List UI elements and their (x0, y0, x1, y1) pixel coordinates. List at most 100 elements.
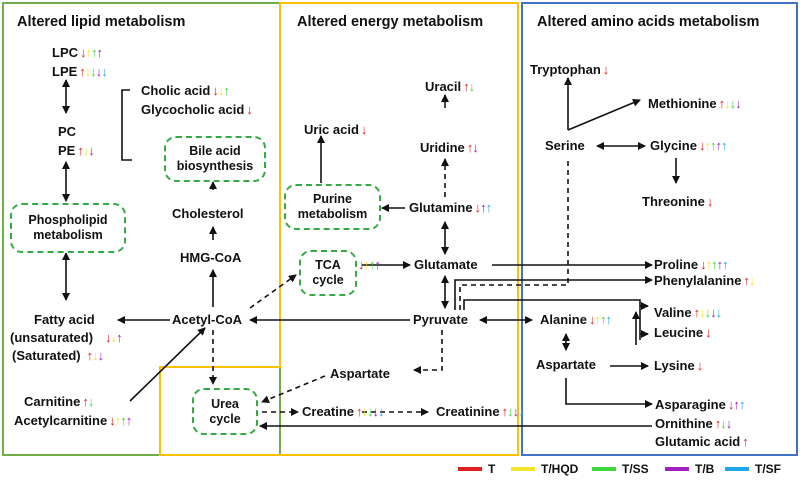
change-arrow-up: ↑ (86, 348, 93, 363)
change-arrow-down: ↓ (361, 404, 368, 419)
change-arrow-up: ↑ (594, 312, 600, 327)
change-arrow-up: ↑ (743, 273, 749, 288)
lipid-panel-title: Altered lipid metabolism (17, 14, 186, 30)
change-arrow-down: ↓ (507, 404, 513, 419)
change-arrow-up: ↑ (605, 312, 611, 327)
change-arrow-down: ↓ (704, 305, 711, 320)
change-arrow-down: ↓ (699, 305, 705, 320)
change-arrow-down: ↓ (518, 404, 524, 419)
legend-swatch (511, 467, 535, 471)
legend-swatch (592, 467, 616, 471)
acetyl-coa-node: Acetyl-CoA (172, 312, 243, 327)
change-arrow-up: ↑ (82, 394, 88, 409)
change-arrow-down: ↓ (468, 79, 475, 94)
change-arrow-down: ↓ (217, 83, 224, 98)
change-arrow-down: ↓ (729, 96, 736, 111)
cholesterol-node: Cholesterol (172, 206, 244, 221)
change-arrow-up: ↑ (463, 79, 469, 94)
change-arrow-up: ↑ (356, 404, 362, 419)
phospholipid-metabolism-node: Phospholipid metabolism (10, 203, 126, 253)
serine-node: Serine (545, 138, 585, 153)
legend-item-t: T (458, 462, 495, 476)
legend-swatch (665, 467, 689, 471)
change-arrow-up: ↑ (718, 96, 725, 111)
change-arrow-up: ↑ (704, 138, 710, 153)
valine-node: Valine↑↓↓↓↓ (654, 305, 722, 320)
change-arrow-up: ↑ (374, 257, 381, 272)
creatinine-node: Creatinine↑↓↓↓ (436, 404, 524, 419)
tryptophan-node: Tryptophan↓ (530, 62, 609, 77)
valine-change-arrows: ↑↓↓↓↓ (694, 306, 722, 320)
change-arrow-down: ↓ (715, 305, 722, 320)
creatine-change-arrows: ↑↓↓↓↓ (356, 405, 384, 419)
change-arrow-up: ↑ (85, 45, 92, 60)
legend-item-t-sf: T/SF (725, 462, 781, 476)
change-arrow-down: ↓ (700, 257, 706, 272)
change-arrow-up: ↑ (79, 64, 85, 79)
change-arrow-up: ↑ (485, 200, 492, 215)
fatty-acid-node: Fatty acid (34, 312, 95, 327)
change-arrow-down: ↓ (101, 64, 107, 79)
change-arrow-down: ↓ (212, 83, 218, 98)
change-arrow-up: ↑ (77, 143, 83, 158)
change-arrow-up: ↑ (714, 416, 721, 431)
change-arrow-down: ↓ (92, 348, 98, 363)
pyruvate-node: Pyruvate (413, 312, 468, 327)
change-arrow-down: ↓ (360, 122, 367, 137)
lysine-change-arrows: ↓ (697, 359, 703, 373)
change-arrow-up: ↑ (599, 312, 606, 327)
change-arrow-down: ↓ (512, 404, 519, 419)
change-arrow-down: ↓ (720, 416, 726, 431)
glutamine-node: Glutamine↓↑↑ (409, 200, 492, 215)
uracil-node: Uracil↑↓ (425, 79, 475, 94)
pe-node: PE↑↓↓ (58, 143, 95, 158)
change-arrow-up: ↑ (223, 83, 229, 98)
change-arrow-down: ↓ (90, 64, 96, 79)
change-arrow-up: ↑ (116, 330, 122, 345)
uric-acid-change-arrows: ↓ (361, 123, 367, 137)
change-arrow-down: ↓ (372, 404, 379, 419)
glutamine-change-arrows: ↓↑↑ (475, 201, 492, 215)
legend-item-t-b: T/B (665, 462, 714, 476)
change-arrow-down: ↓ (725, 416, 732, 431)
unsaturated-change-arrows: ↓↓↑ (105, 331, 122, 345)
lpc-node: LPC↓↑↑↑ (52, 45, 103, 60)
change-arrow-up: ↑ (501, 404, 508, 419)
ornithine-change-arrows: ↑↓↓ (715, 417, 732, 431)
change-arrow-down: ↓ (602, 62, 609, 77)
phenylalanine-change-arrows: ↑↓ (743, 273, 755, 288)
threonine-change-arrows: ↓ (707, 195, 713, 209)
change-arrow-down: ↓ (84, 64, 91, 79)
glycocholic-acid-change-arrows: ↓ (246, 103, 252, 117)
lpc-change-arrows: ↓↑↑↑ (80, 45, 103, 60)
change-arrow-up: ↑ (722, 257, 728, 272)
threonine-node: Threonine↓ (642, 194, 713, 209)
change-arrow-down: ↓ (109, 413, 115, 428)
change-arrow-down: ↓ (110, 330, 117, 345)
carnitine-change-arrows: ↑↓ (82, 394, 94, 409)
uric-acid-node: Uric acid↓ (304, 122, 367, 137)
hmg-coa-node: HMG-CoA (180, 250, 242, 265)
asparagine-change-arrows: ↓↑↑ (728, 398, 745, 412)
phenylalanine-node: Phenylalanine↑↓ (654, 273, 755, 288)
change-arrow-down: ↓ (82, 143, 89, 158)
change-arrow-up: ↑ (709, 138, 716, 153)
change-arrow-down: ↓ (97, 348, 104, 363)
change-arrow-up: ↑ (716, 257, 723, 272)
uridine-change-arrows: ↑↓ (467, 141, 479, 155)
change-arrow-up: ↑ (738, 397, 745, 412)
aspartate-energy-node: Aspartate (330, 366, 390, 381)
tryptophan-change-arrows: ↓ (603, 63, 609, 77)
carnitine-node: Carnitine↑↓ (24, 394, 94, 409)
change-arrow-down: ↓ (706, 194, 713, 209)
change-arrow-down: ↓ (698, 138, 705, 153)
change-arrow-up: ↑ (125, 413, 132, 428)
proline-change-arrows: ↓↑↑↑↑ (700, 258, 728, 272)
change-arrow-down: ↓ (724, 96, 730, 111)
change-arrow-up: ↑ (715, 138, 721, 153)
glycocholic-acid-node: Glycocholic acid↓ (141, 102, 253, 117)
glutamic-acid-change-arrows: ↑ (742, 435, 748, 449)
aspartate-amino-node: Aspartate (536, 357, 596, 372)
